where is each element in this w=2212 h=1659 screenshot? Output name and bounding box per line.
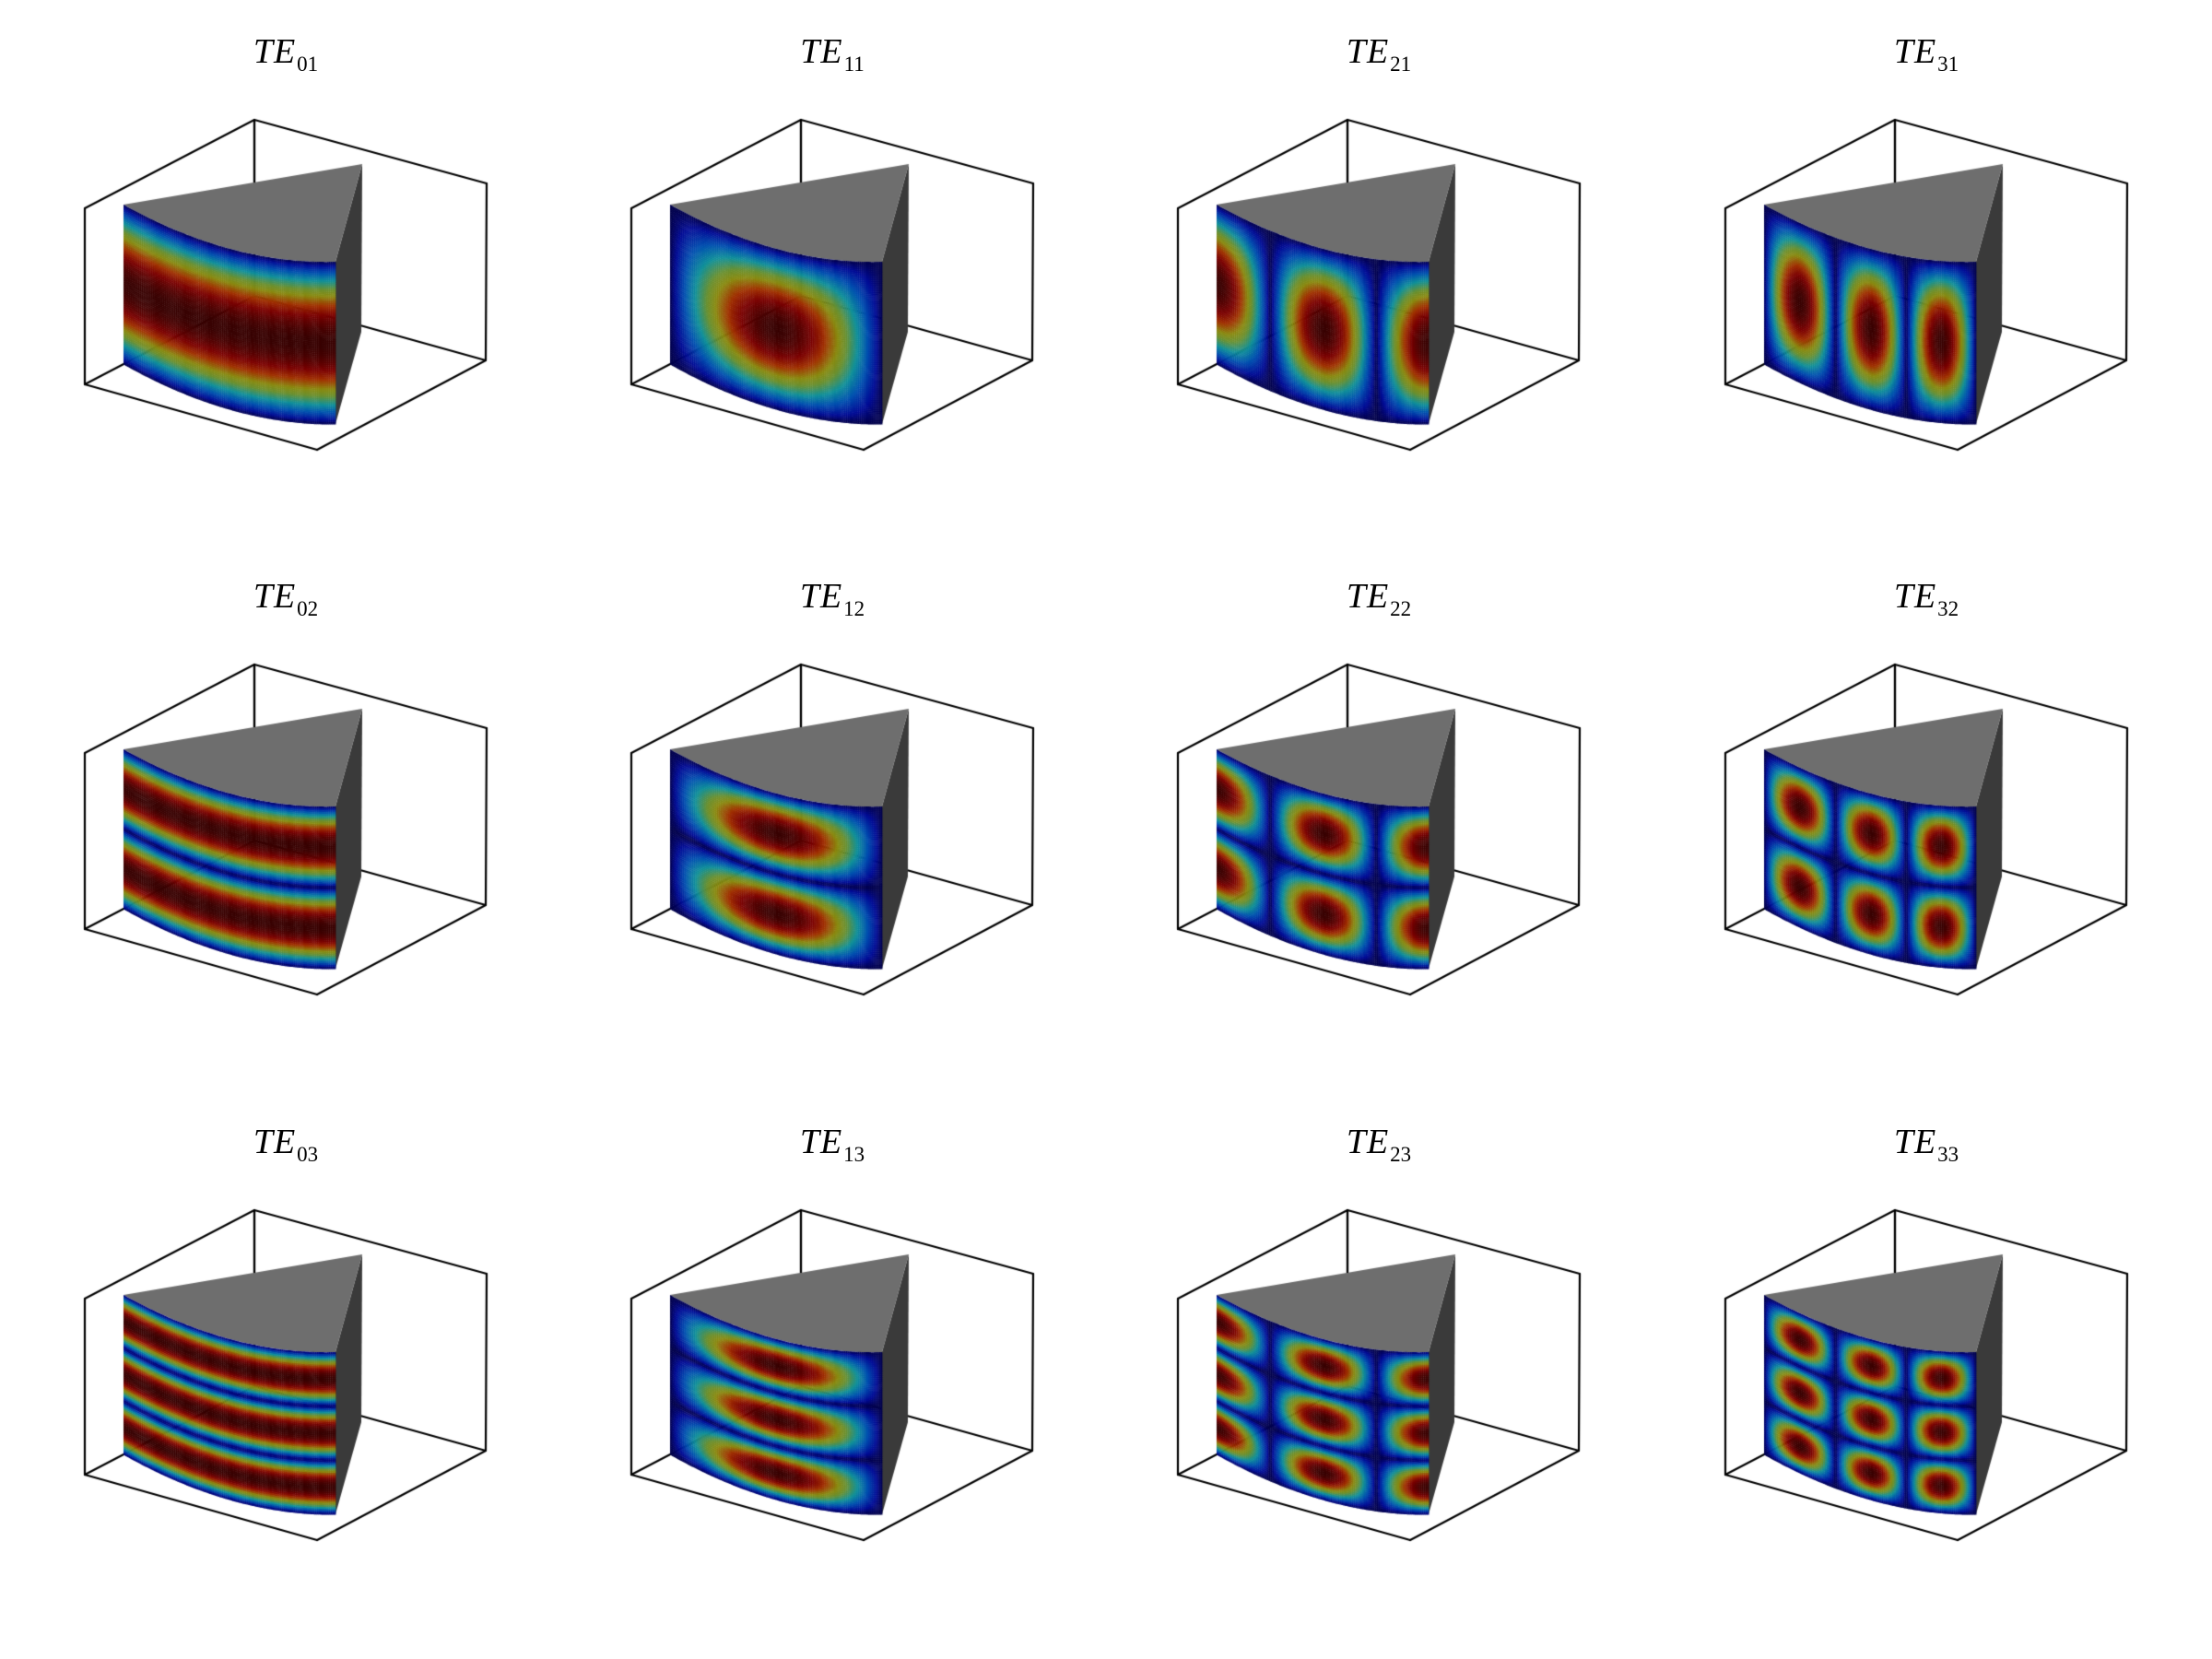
panel-te01: TE01 <box>0 0 553 545</box>
wedge-field-plot <box>1093 545 1646 1089</box>
panel-title: TE33 <box>1893 1123 1959 1166</box>
wedge-field-plot <box>0 545 553 1089</box>
wedge-field-plot <box>0 0 553 545</box>
wedge-field-plot <box>1641 545 2194 1089</box>
panel-title: TE12 <box>799 577 865 620</box>
panel-title: TE13 <box>799 1123 865 1166</box>
panel-te03: TE03 <box>0 1090 553 1635</box>
panel-title: TE21 <box>1346 32 1412 76</box>
panel-title: TE01 <box>253 32 319 76</box>
wedge-field-plot <box>547 1090 1100 1635</box>
panel-title: TE31 <box>1893 32 1959 76</box>
wedge-field-plot <box>1641 1090 2194 1635</box>
wedge-field-plot <box>547 0 1100 545</box>
panel-te22: TE22 <box>1093 545 1646 1089</box>
panel-title: TE32 <box>1893 577 1959 620</box>
panel-te13: TE13 <box>547 1090 1100 1635</box>
panel-te23: TE23 <box>1093 1090 1646 1635</box>
panel-te11: TE11 <box>547 0 1100 545</box>
wedge-field-plot <box>547 545 1100 1089</box>
wedge-field-plot <box>1641 0 2194 545</box>
panel-te21: TE21 <box>1093 0 1646 545</box>
panel-title: TE23 <box>1346 1123 1412 1166</box>
panel-title: TE22 <box>1346 577 1412 620</box>
panel-te32: TE32 <box>1641 545 2194 1089</box>
panel-te12: TE12 <box>547 545 1100 1089</box>
wedge-field-plot <box>1093 1090 1646 1635</box>
panel-te02: TE02 <box>0 545 553 1089</box>
wedge-field-plot <box>0 1090 553 1635</box>
panel-title: TE02 <box>253 577 319 620</box>
panel-te33: TE33 <box>1641 1090 2194 1635</box>
panel-te31: TE31 <box>1641 0 2194 545</box>
panel-title: TE11 <box>800 32 865 76</box>
panel-title: TE03 <box>253 1123 319 1166</box>
wedge-field-plot <box>1093 0 1646 545</box>
